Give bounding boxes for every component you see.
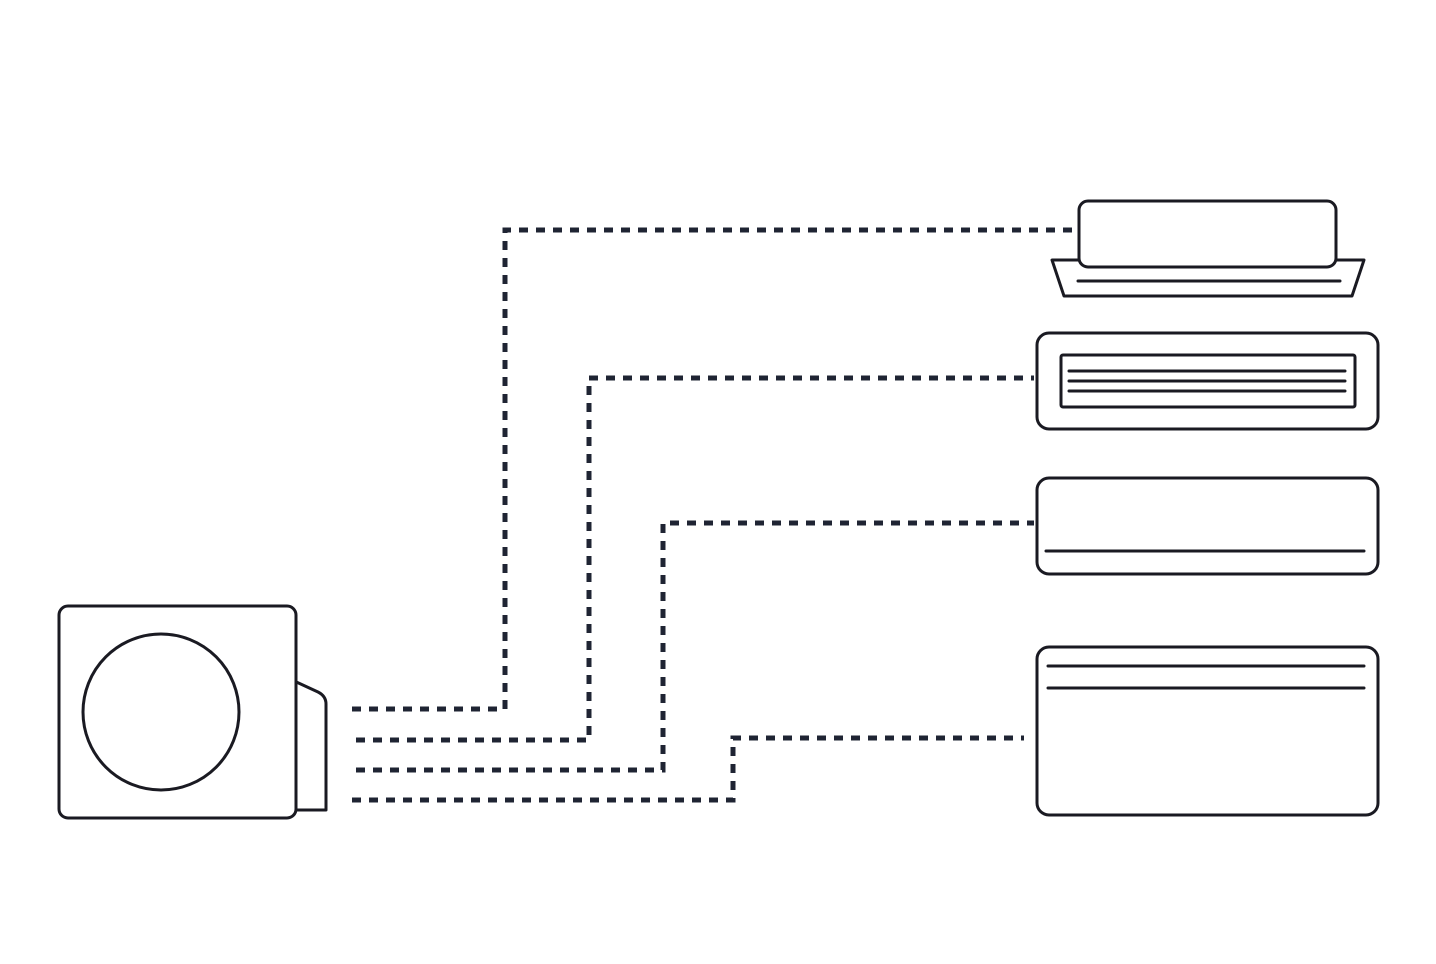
outdoor-condenser-unit-icon	[57, 604, 328, 820]
connection-line-ceiling-cassette	[352, 227, 1072, 712]
connection-line-wall-mounted	[356, 520, 1034, 773]
floor-console-unit-icon	[1035, 645, 1380, 817]
connection-lines	[352, 227, 1072, 803]
connection-line-floor-console	[352, 735, 1024, 803]
outdoor-unit-side-panel	[290, 678, 328, 812]
wall-unit-body	[1035, 476, 1380, 576]
ducted-unit-icon	[1035, 331, 1380, 431]
console-unit-body	[1035, 645, 1380, 817]
cassette-body	[1077, 199, 1338, 269]
wall-mounted-split-unit-icon	[1035, 476, 1380, 576]
ceiling-cassette-unit-icon	[1050, 199, 1366, 298]
outdoor-unit-fan-icon	[81, 632, 241, 792]
connection-line-ducted	[356, 375, 1034, 743]
